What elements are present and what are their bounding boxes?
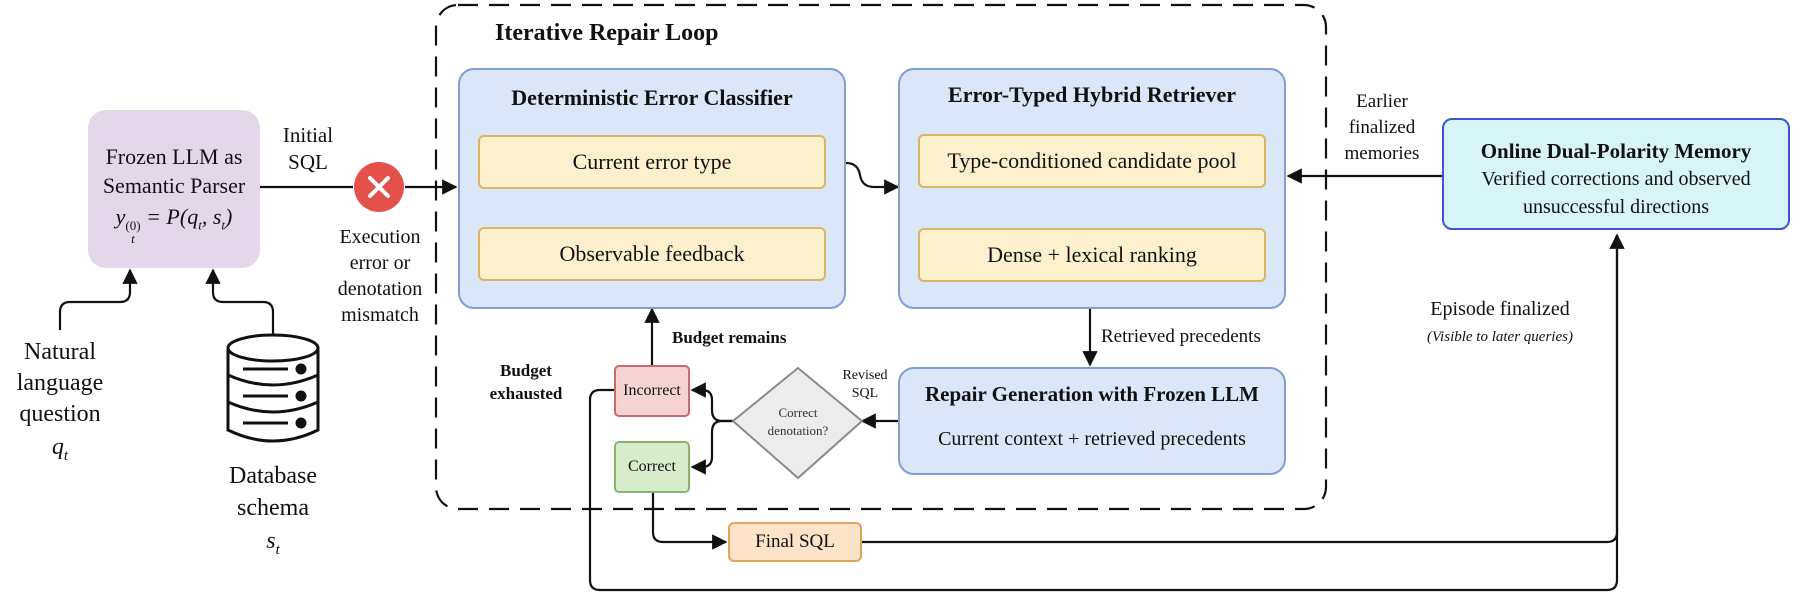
- schema-to-parser-arrow: [205, 268, 275, 337]
- budget-exhausted-line: [588, 233, 1625, 592]
- loop-title: Iterative Repair Loop: [495, 20, 719, 46]
- earlier-line1: Earlier: [1356, 91, 1408, 112]
- schema-sub: t: [275, 541, 280, 558]
- revised-sql-line1: Revised: [842, 368, 888, 383]
- question-symbol: qt: [8, 432, 112, 466]
- dual-polarity-memory-box: [1442, 118, 1790, 230]
- initial-sql-line1: Initial: [282, 123, 334, 147]
- decision-to-incorrect-arrow: [690, 382, 733, 423]
- earlier-line2: finalized: [1348, 117, 1416, 138]
- earlier-line3: memories: [1344, 143, 1420, 164]
- dense-lexical-ranking-box: Dense + lexical ranking: [918, 228, 1266, 282]
- parser-formula: y(0)t = P(qt, st): [88, 203, 260, 245]
- memory-line2: unsuccessful directions: [1522, 196, 1710, 218]
- correct-box: Correct: [614, 441, 690, 493]
- correct-to-final-arrow: [651, 492, 728, 550]
- formula-lhs: y: [115, 204, 126, 229]
- formula-rhs-end: ): [225, 204, 233, 229]
- observable-feedback-box: Observable feedback: [478, 227, 826, 281]
- incorrect-box: Incorrect: [614, 365, 690, 417]
- iterative-loop-border: [434, 3, 1328, 511]
- question-to-parser-arrow: [58, 268, 138, 330]
- final-sql-box: Final SQL: [728, 522, 862, 562]
- repair-title: Repair Generation with Frozen LLM: [924, 382, 1260, 406]
- exec-error-line3: denotation: [337, 278, 423, 300]
- final-to-memory-line: [862, 240, 1619, 544]
- episode-visible-note: (Visible to later queries): [1427, 329, 1573, 345]
- initial-sql-line2: SQL: [288, 150, 328, 174]
- schema-sym: s: [266, 528, 276, 554]
- database-icon: [226, 333, 320, 443]
- memory-title: Online Dual-Polarity Memory: [1480, 139, 1752, 163]
- formula-rhs: = P(q: [146, 204, 199, 229]
- repair-generation-panel: [898, 367, 1286, 475]
- exec-error-line1: Execution: [339, 226, 421, 248]
- budget-remains-label: Budget remains: [672, 328, 787, 347]
- question-line2: language: [16, 370, 104, 396]
- formula-rhs-sub1: t: [198, 217, 202, 233]
- question-sub: t: [63, 447, 69, 464]
- error-x-icon: [354, 162, 404, 212]
- formula-rhs-sub2: t: [221, 217, 226, 233]
- exec-error-line4: mismatch: [341, 304, 419, 326]
- budget-exhausted-line2: exhausted: [489, 384, 563, 403]
- candidate-pool-box: Type-conditioned candidate pool: [918, 134, 1266, 188]
- decision-diamond: [731, 366, 864, 480]
- formula-sub: t: [131, 231, 135, 246]
- question-line3: question: [19, 401, 101, 427]
- memory-line1: Verified corrections and observed: [1481, 168, 1751, 190]
- repair-subtitle: Current context + retrieved precedents: [938, 428, 1246, 450]
- episode-finalized-label: Episode finalized: [1430, 298, 1570, 320]
- formula-rhs-mid: , s: [201, 204, 222, 229]
- exec-error-line2: error or: [349, 252, 411, 274]
- schema-line1: Database: [229, 463, 317, 489]
- decision-line1: Correct: [778, 405, 818, 420]
- decision-line2: denotation?: [767, 423, 829, 438]
- question-line1: Natural: [24, 339, 96, 365]
- schema-line2: schema: [237, 495, 309, 521]
- parser-line2: Semantic Parser: [102, 173, 246, 198]
- decision-to-correct-arrow: [690, 419, 733, 475]
- formula-sup: (0): [125, 218, 141, 233]
- revised-sql-line2: SQL: [851, 386, 879, 401]
- parser-line1: Frozen LLM as: [105, 144, 243, 169]
- retrieved-precedents-label: Retrieved precedents: [1101, 326, 1261, 347]
- budget-exhausted-line1: Budget: [500, 361, 552, 380]
- question-sym: q: [51, 434, 64, 460]
- schema-symbol: st: [213, 526, 333, 560]
- classifier-title: Deterministic Error Classifier: [511, 85, 793, 110]
- retriever-title: Error-Typed Hybrid Retriever: [948, 82, 1236, 107]
- semantic-parser-box: [88, 110, 260, 268]
- current-error-type-box: Current error type: [478, 135, 826, 189]
- current-to-pool-arrow: [826, 161, 900, 195]
